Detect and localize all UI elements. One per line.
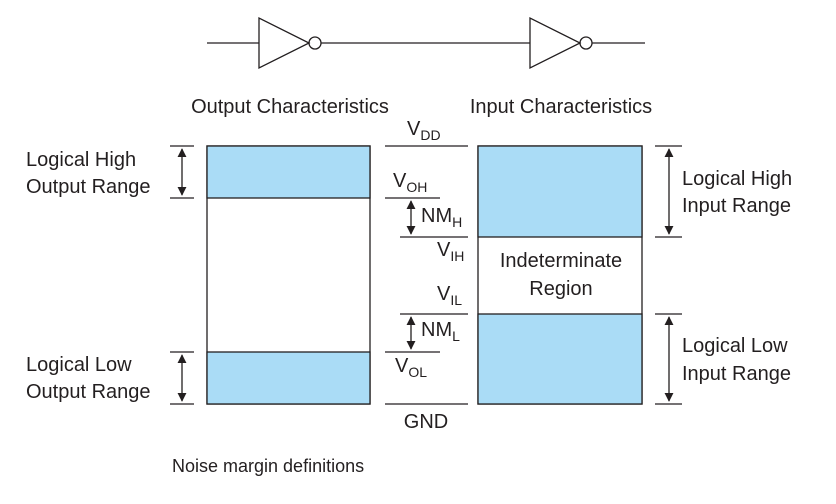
logical-low-output-line-1: Logical Low xyxy=(26,354,132,376)
indeterminate-line-1: Indeterminate xyxy=(500,250,622,272)
vdd-label: VDD xyxy=(407,118,441,143)
logical-high-input-line-2: Input Range xyxy=(682,195,791,217)
logical-low-input-band xyxy=(477,313,643,405)
inverter-gate-icon xyxy=(258,16,322,70)
nml-label: NML xyxy=(421,319,460,344)
inverter-chain xyxy=(207,16,645,70)
logical-high-output-line-1: Logical High xyxy=(26,149,136,171)
inverter-gate-icon xyxy=(529,16,593,70)
indeterminate-line-2: Region xyxy=(529,278,592,300)
logical-low-output-line-2: Output Range xyxy=(26,381,151,403)
logical-high-input-line-1: Logical High xyxy=(682,168,792,190)
logical-low-output-band xyxy=(206,351,371,405)
logical-high-output-line-2: Output Range xyxy=(26,176,151,198)
nmh-label: NMH xyxy=(421,205,462,230)
voh-label: VOH xyxy=(393,170,427,195)
logical-low-output-annotation: Logical Low Output Range xyxy=(26,351,194,405)
logical-high-input-band xyxy=(477,145,643,238)
gnd-label: GND xyxy=(404,411,448,433)
figure-caption: Noise margin definitions xyxy=(172,456,364,476)
vih-label: VIH xyxy=(437,239,464,264)
logical-high-output-band xyxy=(206,145,371,199)
logical-low-input-line-1: Logical Low xyxy=(682,335,788,357)
logical-high-input-annotation: Logical High Input Range xyxy=(655,145,792,238)
output-column xyxy=(206,145,371,405)
logical-high-output-annotation: Logical High Output Range xyxy=(26,145,194,199)
logical-low-input-line-2: Input Range xyxy=(682,363,791,385)
output-heading: Output Characteristics xyxy=(191,96,389,118)
vol-label: VOL xyxy=(395,355,427,380)
logical-low-input-annotation: Logical Low Input Range xyxy=(655,313,791,405)
level-lines xyxy=(385,145,468,405)
vil-label: VIL xyxy=(437,283,462,308)
input-heading: Input Characteristics xyxy=(470,96,652,118)
input-column xyxy=(477,145,643,405)
